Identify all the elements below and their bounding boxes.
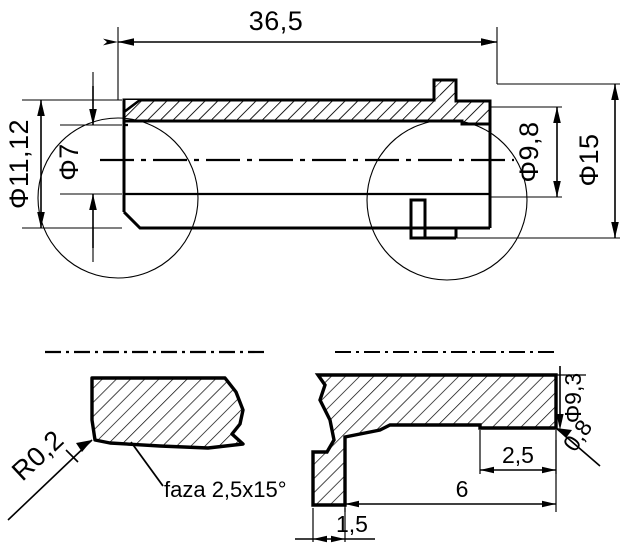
- detail-right-chamfer-leader: [555, 427, 601, 467]
- dim-total-length-label: 6: [456, 476, 469, 502]
- dimension-dia-1112: [37, 100, 45, 228]
- dimension-dia-98: [553, 107, 561, 197]
- dimension-total-length: [345, 500, 556, 508]
- main-view-extension-lines: [22, 27, 620, 262]
- main-view-right-end: [454, 226, 490, 238]
- dim-dia-98-label: Φ9,8: [514, 121, 544, 182]
- dim-groove-width-label: 2,5: [502, 442, 534, 468]
- detail-right-section-body: [311, 373, 558, 507]
- dim-wall-thickness-label: 1,5: [336, 511, 368, 537]
- detail-left-section-body: [90, 376, 245, 450]
- dimension-overall-length: [103, 38, 497, 46]
- main-view-inner-thin-lines: [124, 123, 490, 196]
- main-view-group: 36,5: [4, 6, 620, 281]
- detail-right-extension-lines: [312, 374, 586, 542]
- detail-right-dia-label: Φ9,3: [560, 373, 586, 423]
- main-left-chamfer-line-top: [123, 98, 141, 114]
- detail-right-dia-leader: [556, 366, 564, 430]
- dimension-dia-7: [89, 86, 97, 248]
- detail-view-right-group: 2,5 6 1,5 Φ9,3: [295, 351, 601, 543]
- dim-overall-length-label: 36,5: [249, 6, 304, 36]
- detail-circle-right: [366, 119, 528, 281]
- dimension-wall-thickness: [295, 535, 375, 543]
- dimension-dia-15: [611, 84, 619, 238]
- dim-dia-15-label: Φ15: [574, 133, 604, 186]
- detail-circle-left: [37, 117, 199, 279]
- detail-left-chamfer-leader: [130, 441, 164, 487]
- dimension-groove-width: [480, 466, 556, 474]
- dim-dia-1112-label: Φ11,12: [4, 119, 34, 209]
- detail-left-chamfer-label: faza 2,5x15°: [164, 477, 287, 502]
- detail-left-radius-label: R0,2: [6, 424, 70, 486]
- detail-left-radius-leader: [7, 439, 93, 521]
- main-section-upper-wall-outline: [122, 78, 492, 126]
- dim-dia-7-label: Φ7: [54, 143, 84, 181]
- detail-view-left-group: R0,2 faza 2,5x15°: [6, 350, 287, 521]
